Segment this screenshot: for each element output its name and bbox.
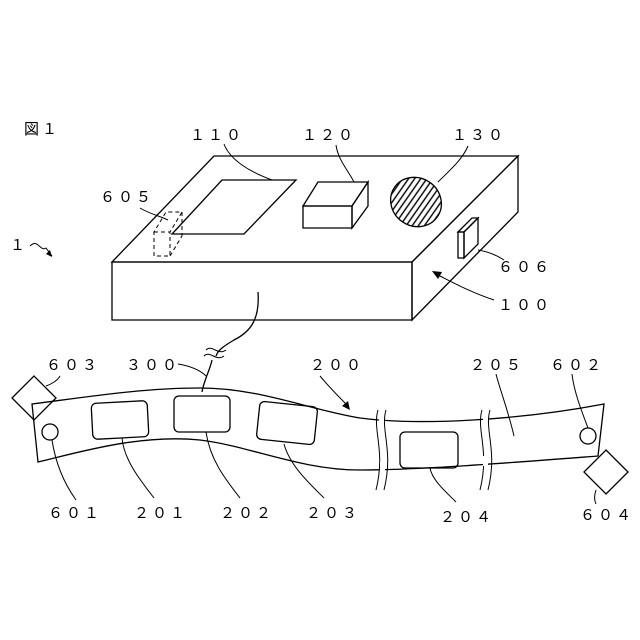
sensor-201	[91, 401, 149, 440]
sensor-3-leader	[284, 444, 324, 498]
band-body-leader	[496, 374, 514, 436]
label-display: １１０	[190, 126, 244, 144]
side-port	[458, 218, 478, 258]
label-connector-left: ６０３	[46, 356, 100, 374]
system-arrowhead	[46, 250, 52, 257]
label-port-hidden: ６０５	[100, 188, 154, 206]
sensor-band-leader	[320, 376, 346, 404]
sensor-204	[400, 432, 458, 468]
band-break-2b	[488, 410, 492, 490]
block-top	[303, 182, 368, 206]
device-top-face	[112, 156, 518, 262]
end-right-leader	[572, 374, 588, 428]
label-sensor-2: ２０２	[220, 504, 274, 522]
connector-left-leader	[46, 376, 60, 386]
main-device	[112, 156, 518, 320]
label-device: １００	[498, 296, 552, 314]
cable	[216, 292, 258, 356]
label-system: １	[10, 236, 28, 254]
label-block: １２０	[302, 126, 356, 144]
end-circle-right	[580, 428, 596, 444]
figure-title: 図１	[24, 120, 60, 138]
connector-left	[12, 376, 56, 420]
display-leader	[224, 144, 272, 180]
end-circle-left	[42, 424, 58, 440]
speaker-grille	[381, 167, 451, 236]
label-sensor-4: ２０４	[440, 508, 494, 526]
label-band-body: ２０５	[470, 356, 524, 374]
sensor-band-arrowhead	[342, 401, 350, 410]
device-arrowhead	[432, 271, 442, 279]
label-port-side: ６０６	[498, 258, 552, 276]
label-connector-right: ６０４	[580, 506, 634, 524]
label-speaker: １３０	[452, 126, 506, 144]
sensor-202	[174, 396, 230, 432]
cable-break-mark-bottom	[204, 354, 224, 357]
sensor-1-leader	[122, 438, 154, 498]
label-sensor-3: ２０３	[306, 504, 360, 522]
cable-lower	[202, 360, 212, 392]
sensor-4-leader	[430, 468, 456, 502]
cable-break-mark-top	[206, 348, 226, 351]
sensor-203	[256, 401, 318, 445]
label-end-left: ６０１	[48, 504, 102, 522]
block-side	[352, 182, 368, 228]
display-panel	[172, 180, 296, 234]
block-leader	[336, 145, 354, 182]
speaker-leader	[438, 146, 468, 182]
band-outline	[32, 388, 604, 470]
block-front	[303, 206, 352, 228]
connector-right-leader	[595, 490, 597, 504]
label-cable: ３００	[126, 356, 180, 374]
label-end-right: ６０２	[550, 356, 604, 374]
band-break-1b	[384, 410, 388, 490]
device-front-face	[112, 262, 412, 320]
band-break-2a	[480, 410, 484, 490]
label-sensor-band: ２００	[310, 356, 364, 374]
end-left-leader	[52, 440, 76, 500]
label-sensor-1: ２０１	[134, 504, 188, 522]
cable-leader	[178, 364, 206, 376]
